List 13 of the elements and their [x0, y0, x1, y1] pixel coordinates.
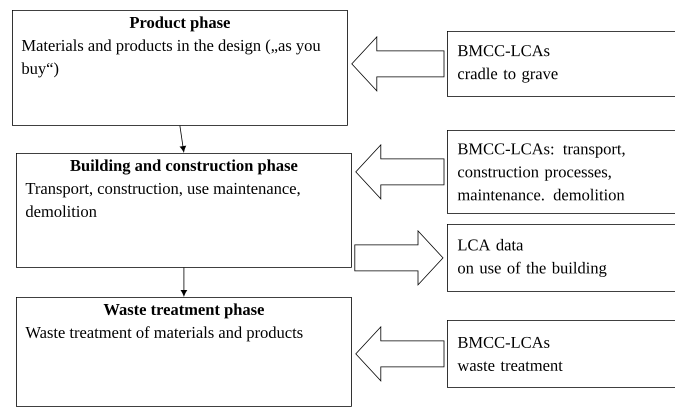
info-box: BMCC-LCAs waste treatment	[447, 320, 675, 388]
process-box: Building and construction phase Transport, construction, use maintenance, demolition	[16, 153, 352, 268]
info-box: LCA data on use of the building	[447, 224, 675, 292]
hollow-arrow	[354, 230, 444, 286]
process-box: Product phase Materials and products in the design („as you buy“)	[12, 10, 348, 126]
info-box: BMCC-LCAs: transport, construction processes, maintenance. demolition	[447, 130, 675, 214]
arrow	[180, 267, 187, 296]
hollow-arrow	[351, 36, 444, 92]
process-box: Waste treatment phase Waste treatment of materials and products	[16, 297, 352, 407]
info-box: BMCC-LCAs cradle to grave	[447, 31, 675, 97]
hollow-arrow	[355, 144, 444, 200]
arrow	[180, 125, 186, 152]
hollow-arrow	[355, 326, 444, 382]
